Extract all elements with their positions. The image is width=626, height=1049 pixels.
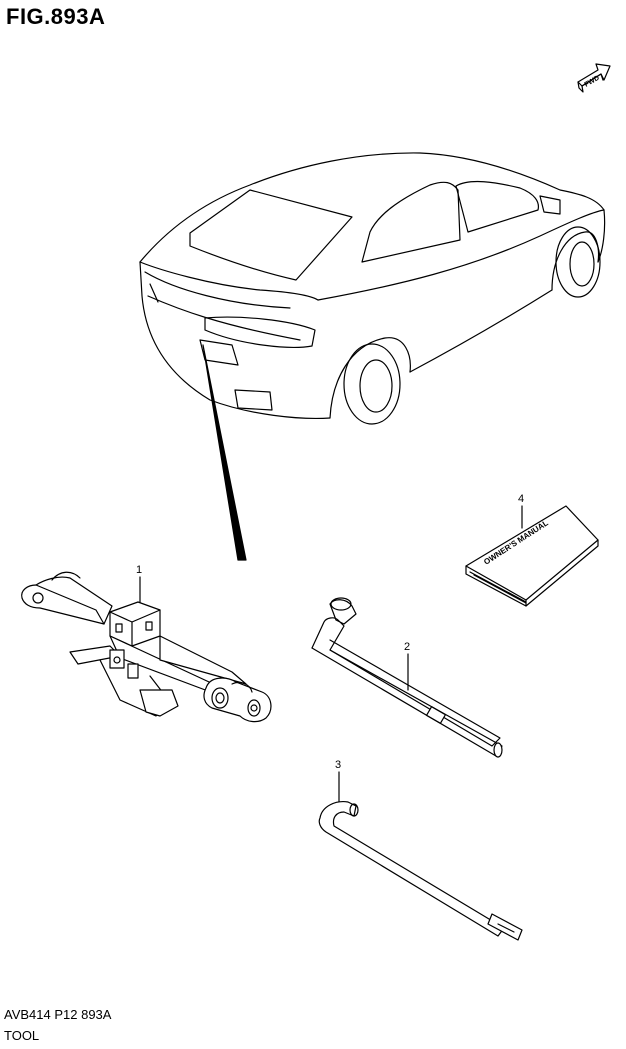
figure-code: AVB414 P12 893A [4, 1007, 112, 1022]
part-callout-1: 1 [136, 564, 143, 576]
jack-handle-icon [319, 772, 522, 940]
part-callout-2: 2 [404, 641, 411, 653]
owners-manual-icon: OWNER'S MANUAL [466, 506, 598, 606]
fwd-arrow-icon: FWD [578, 64, 610, 92]
figure-title: FIG.893A [6, 4, 106, 29]
section-name: TOOL [4, 1028, 40, 1043]
wheel-wrench-icon [312, 598, 502, 757]
jack-icon [22, 572, 271, 721]
part-callout-3: 3 [335, 759, 342, 771]
part-callout-4: 4 [518, 493, 525, 505]
car-illustration-icon [140, 153, 605, 560]
